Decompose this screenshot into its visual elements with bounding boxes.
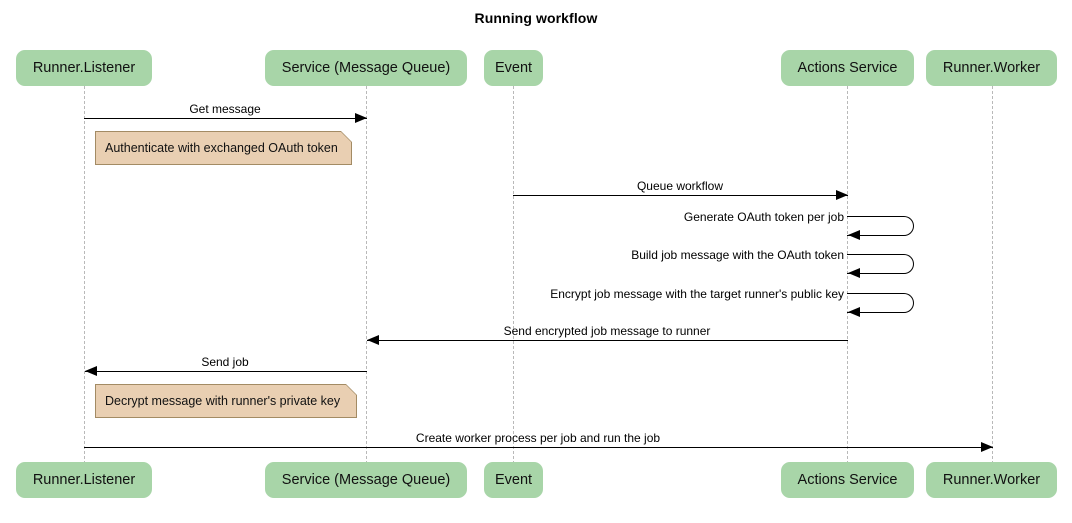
message-selfloop-build-job-message-with-the-oauth-token <box>847 254 914 274</box>
participant-runner-listener-top[interactable]: Runner.Listener <box>16 50 152 86</box>
message-arrowhead-generate-oauth-token-per-job <box>848 230 860 240</box>
note-label: Decrypt message with runner's private ke… <box>105 394 341 408</box>
message-selfloop-generate-oauth-token-per-job <box>847 216 914 236</box>
participant-label: Event <box>494 472 533 488</box>
message-selfloop-encrypt-job-message-with-the-target-runners-public-key <box>847 293 914 313</box>
diagram-title: Running workflow <box>474 10 598 26</box>
participant-event-bottom[interactable]: Event <box>484 462 543 498</box>
participant-label: Runner.Worker <box>942 472 1041 488</box>
participant-label: Actions Service <box>797 472 898 488</box>
message-label-build-job-message-with-the-oauth-token: Build job message with the OAuth token <box>631 248 844 262</box>
message-line-create-worker-process-per-job-and-run-the-job <box>84 447 993 448</box>
participant-label: Runner.Listener <box>32 472 136 488</box>
participant-label: Event <box>494 60 533 76</box>
lifeline-event <box>513 86 514 464</box>
message-line-get-message <box>84 118 367 119</box>
message-label-create-worker-process-per-job-and-run-the-job: Create worker process per job and run th… <box>415 431 661 445</box>
message-label-send-encrypted-job-message-to-runner: Send encrypted job message to runner <box>503 324 711 338</box>
message-label-get-message: Get message <box>189 102 261 116</box>
participant-runner-listener-bottom[interactable]: Runner.Listener <box>16 462 152 498</box>
note-label: Authenticate with exchanged OAuth token <box>105 141 338 155</box>
participant-actions-service-bottom[interactable]: Actions Service <box>781 462 914 498</box>
participant-runner-worker-bottom[interactable]: Runner.Worker <box>926 462 1057 498</box>
participant-event-top[interactable]: Event <box>484 50 543 86</box>
message-arrowhead-queue-workflow <box>836 189 848 200</box>
message-line-queue-workflow <box>513 195 848 196</box>
participant-label: Runner.Worker <box>942 60 1041 76</box>
lifeline-runner-listener <box>84 86 85 464</box>
participant-runner-worker-top[interactable]: Runner.Worker <box>926 50 1057 86</box>
note-authenticate-with-exchanged-oauth-token: Authenticate with exchanged OAuth token <box>95 131 352 165</box>
lifeline-runner-worker <box>992 86 993 464</box>
participant-service-message-queue-top[interactable]: Service (Message Queue) <box>265 50 467 86</box>
note-fold-inner-icon <box>341 131 352 142</box>
lifeline-actions-service <box>847 86 848 464</box>
message-arrowhead-get-message <box>355 112 367 123</box>
message-label-queue-workflow: Queue workflow <box>636 179 724 193</box>
message-arrowhead-create-worker-process-per-job-and-run-the-job <box>981 441 993 452</box>
message-label-encrypt-job-message-with-the-target-runners-public-key: Encrypt job message with the target runn… <box>550 287 844 301</box>
message-label-generate-oauth-token-per-job: Generate OAuth token per job <box>683 210 844 224</box>
note-fold-inner-icon <box>346 384 357 395</box>
participant-label: Runner.Listener <box>32 60 136 76</box>
participant-label: Service (Message Queue) <box>281 60 451 76</box>
message-arrowhead-send-job <box>85 365 97 376</box>
participant-actions-service-top[interactable]: Actions Service <box>781 50 914 86</box>
message-label-send-job: Send job <box>201 355 249 369</box>
message-line-send-encrypted-job-message-to-runner <box>367 340 848 341</box>
participant-service-message-queue-bottom[interactable]: Service (Message Queue) <box>265 462 467 498</box>
message-arrowhead-send-encrypted-job-message-to-runner <box>367 334 379 345</box>
participant-label: Service (Message Queue) <box>281 472 451 488</box>
lifeline-service-message-queue <box>366 86 367 464</box>
message-line-send-job <box>85 371 367 372</box>
message-arrowhead-build-job-message-with-the-oauth-token <box>848 268 860 278</box>
participant-label: Actions Service <box>797 60 898 76</box>
message-arrowhead-encrypt-job-message-with-the-target-runners-public-key <box>848 307 860 317</box>
note-decrypt-message-with-runners-private-key: Decrypt message with runner's private ke… <box>95 384 357 418</box>
